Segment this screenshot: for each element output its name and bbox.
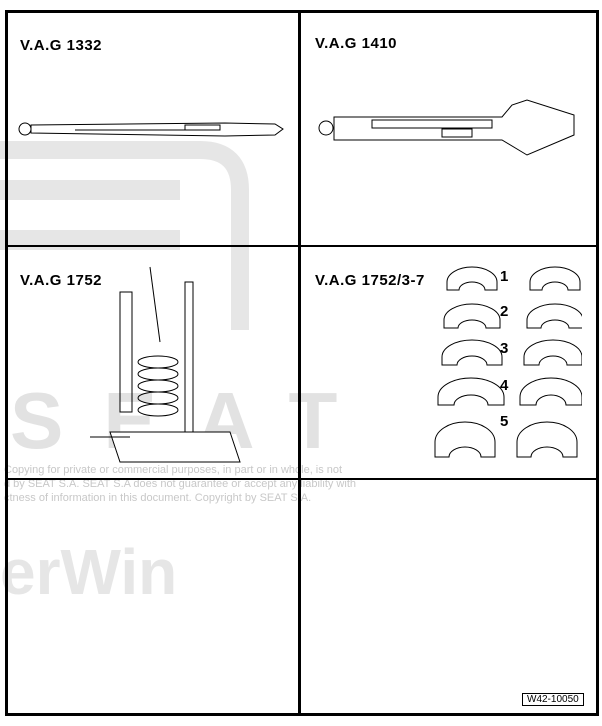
watermark-line: ctness of information in this document. … xyxy=(4,492,312,504)
part-number: 2 xyxy=(500,303,509,320)
part-number: 4 xyxy=(500,377,509,394)
divider-horizontal xyxy=(5,245,597,247)
part-number: 3 xyxy=(500,340,509,357)
watermark-brand-text: erWin xyxy=(0,536,178,608)
watermark-line: d by SEAT S.A. SEAT S.A does not guarant… xyxy=(4,478,356,490)
page-frame xyxy=(5,10,599,716)
tool-label: V.A.G 1752/3-7 xyxy=(315,272,425,289)
part-number: 1 xyxy=(500,268,509,285)
spring-compressor-illustration xyxy=(90,266,241,463)
torque-wrench-illustration xyxy=(18,122,284,137)
spring-seat-set-illustration xyxy=(434,266,582,458)
figure-code: W42-10050 xyxy=(522,693,584,706)
divider-horizontal xyxy=(5,478,597,480)
divider-vertical xyxy=(298,10,301,716)
tool-label: V.A.G 1332 xyxy=(20,37,102,54)
tool-label: V.A.G 1752 xyxy=(20,272,102,289)
torque-wrench-illustration xyxy=(318,99,575,156)
tool-label: V.A.G 1410 xyxy=(315,35,397,52)
watermark-line: Copying for private or commercial purpos… xyxy=(4,464,343,476)
part-number: 5 xyxy=(500,413,509,430)
